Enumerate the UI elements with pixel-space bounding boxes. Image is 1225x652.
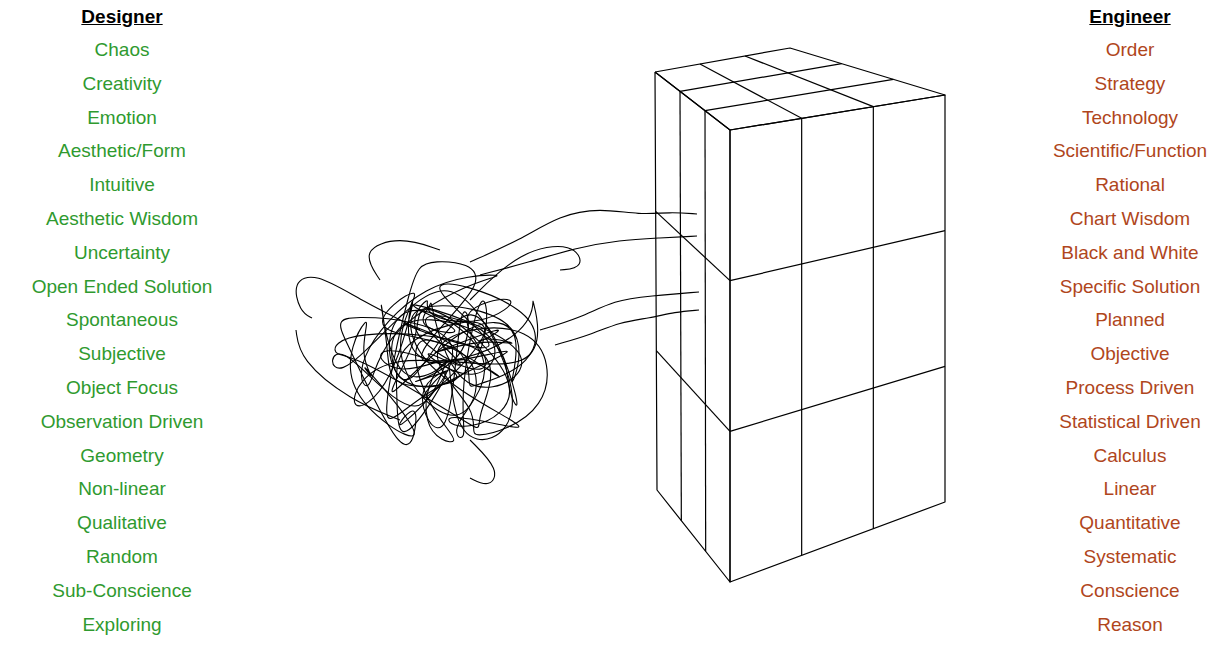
engineer-trait: Reason <box>1097 614 1163 636</box>
cube-edge <box>801 118 802 555</box>
cube-edge <box>704 111 706 552</box>
scribble-loop <box>411 309 519 427</box>
cube-edge <box>680 64 842 92</box>
designer-trait: Object Focus <box>66 377 178 399</box>
engineer-trait: Scientific/Function <box>1053 140 1207 162</box>
tube-line <box>480 236 697 275</box>
engineer-trait: Conscience <box>1080 580 1179 602</box>
engineer-trait: Strategy <box>1095 73 1166 95</box>
engineer-trait: Quantitative <box>1079 512 1180 534</box>
cube-edge <box>656 351 730 432</box>
scribble-strand <box>296 277 420 330</box>
engineer-trait: Chart Wisdom <box>1070 208 1190 230</box>
cube-edge <box>655 72 730 582</box>
designer-trait: Random <box>86 546 158 568</box>
engineer-trait: Black and White <box>1061 242 1198 264</box>
designer-trait: Intuitive <box>89 174 154 196</box>
designer-trait: Non-linear <box>78 478 166 500</box>
designer-trait: Aesthetic/Form <box>58 140 186 162</box>
cube-edge <box>730 231 945 281</box>
designer-trait: Subjective <box>78 343 166 365</box>
engineer-trait: Planned <box>1095 309 1165 331</box>
engineer-trait: Technology <box>1082 107 1178 129</box>
scribble-loop <box>335 334 491 428</box>
column-heading: Designer <box>81 6 162 28</box>
scribble-strand <box>470 440 495 484</box>
designer-trait: Uncertainty <box>74 242 170 264</box>
cube-edge <box>705 79 893 110</box>
cube-edge <box>730 366 945 431</box>
engineer-trait: Objective <box>1090 343 1169 365</box>
tube-line <box>540 292 699 330</box>
scribble-loop <box>387 262 508 419</box>
cube-edge <box>730 95 945 582</box>
designer-trait: Geometry <box>80 445 163 467</box>
engineer-trait: Calculus <box>1094 445 1167 467</box>
column-heading: Engineer <box>1089 6 1170 28</box>
scribble-strand <box>369 241 440 280</box>
engineer-trait: Specific Solution <box>1060 276 1200 298</box>
designer-trait: Creativity <box>82 73 161 95</box>
designer-trait: Open Ended Solution <box>32 276 213 298</box>
cube-edge <box>745 56 873 107</box>
engineer-trait: Order <box>1106 39 1155 61</box>
engineer-trait: Systematic <box>1084 546 1177 568</box>
designer-trait: Exploring <box>82 614 161 636</box>
tube-line <box>555 310 699 345</box>
designer-trait: Observation Driven <box>41 411 204 433</box>
designer-trait: Aesthetic Wisdom <box>46 208 198 230</box>
scribble-loop <box>333 291 513 440</box>
designer-trait: Qualitative <box>77 512 167 534</box>
grid-cube <box>655 48 945 582</box>
engineer-trait: Rational <box>1095 174 1165 196</box>
tangle-tube <box>470 210 699 345</box>
scribble-loop <box>396 322 484 432</box>
designer-trait: Sub-Conscience <box>52 580 191 602</box>
scribble-loop <box>416 312 469 428</box>
engineer-trait: Linear <box>1104 478 1157 500</box>
designer-trait: Spontaneous <box>66 309 178 331</box>
cube-edge <box>680 91 681 520</box>
cube-edge <box>656 211 730 280</box>
tangle-scribble <box>296 241 580 484</box>
designer-trait: Chaos <box>95 39 150 61</box>
cube-edge <box>873 107 874 529</box>
designer-trait: Emotion <box>87 107 157 129</box>
cube-edge <box>655 48 945 130</box>
scribble-loop <box>361 275 496 386</box>
scribble-strand <box>296 330 400 420</box>
engineer-trait: Statistical Driven <box>1059 411 1201 433</box>
engineer-trait: Process Driven <box>1066 377 1195 399</box>
